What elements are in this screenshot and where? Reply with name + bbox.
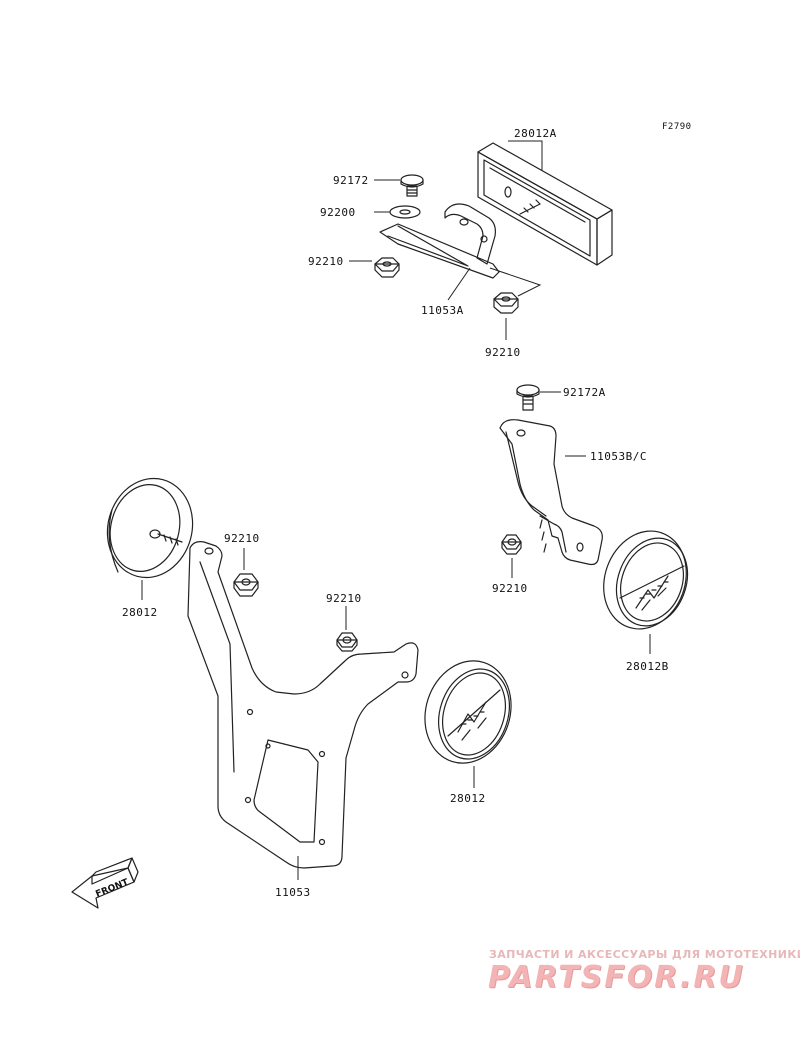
label-11053: 11053 [275,886,311,899]
nut-92210-center [336,632,358,652]
reflector-28012-left [106,477,194,579]
label-28012-b: 28012 [450,792,486,805]
label-92210-d: 92210 [224,532,260,545]
reflector-28012-right [424,660,512,764]
figure-code: F2790 [662,122,692,132]
nut-92210-right [501,534,522,555]
label-92210-a: 92210 [308,255,344,268]
label-92210-b: 92210 [485,346,521,359]
front-direction-arrow: FRONT [71,857,139,909]
label-92200: 92200 [320,206,356,219]
watermark-tagline: ЗАПЧАСТИ И АКСЕССУАРЫ ДЛЯ МОТОТЕХНИКИ [489,948,800,961]
label-92172A: 92172A [563,386,606,399]
label-28012-a: 28012 [122,606,158,619]
label-28012A: 28012A [514,127,557,140]
bolt-92172 [400,174,424,197]
nut-92210-upper-bottom [493,292,519,314]
watermark-logo: PARTSFOR.RU [488,960,745,995]
bracket-11053B-C [499,419,603,566]
label-92172: 92172 [333,174,369,187]
bracket-11053 [187,541,419,869]
reflector-28012B [603,530,689,630]
leader-28012A [508,140,543,170]
label-11053B-C: 11053B/C [590,450,647,463]
reflector-28012A [477,142,613,266]
label-11053A: 11053A [421,304,464,317]
label-92210-c: 92210 [492,582,528,595]
bracket-11053A [379,203,500,279]
nut-92210-left [233,573,259,597]
bolt-92172A [516,384,540,411]
washer-92200 [389,205,421,219]
nut-92210-upper-left [374,257,400,278]
label-92210-e: 92210 [326,592,362,605]
label-28012B: 28012B [626,660,669,673]
